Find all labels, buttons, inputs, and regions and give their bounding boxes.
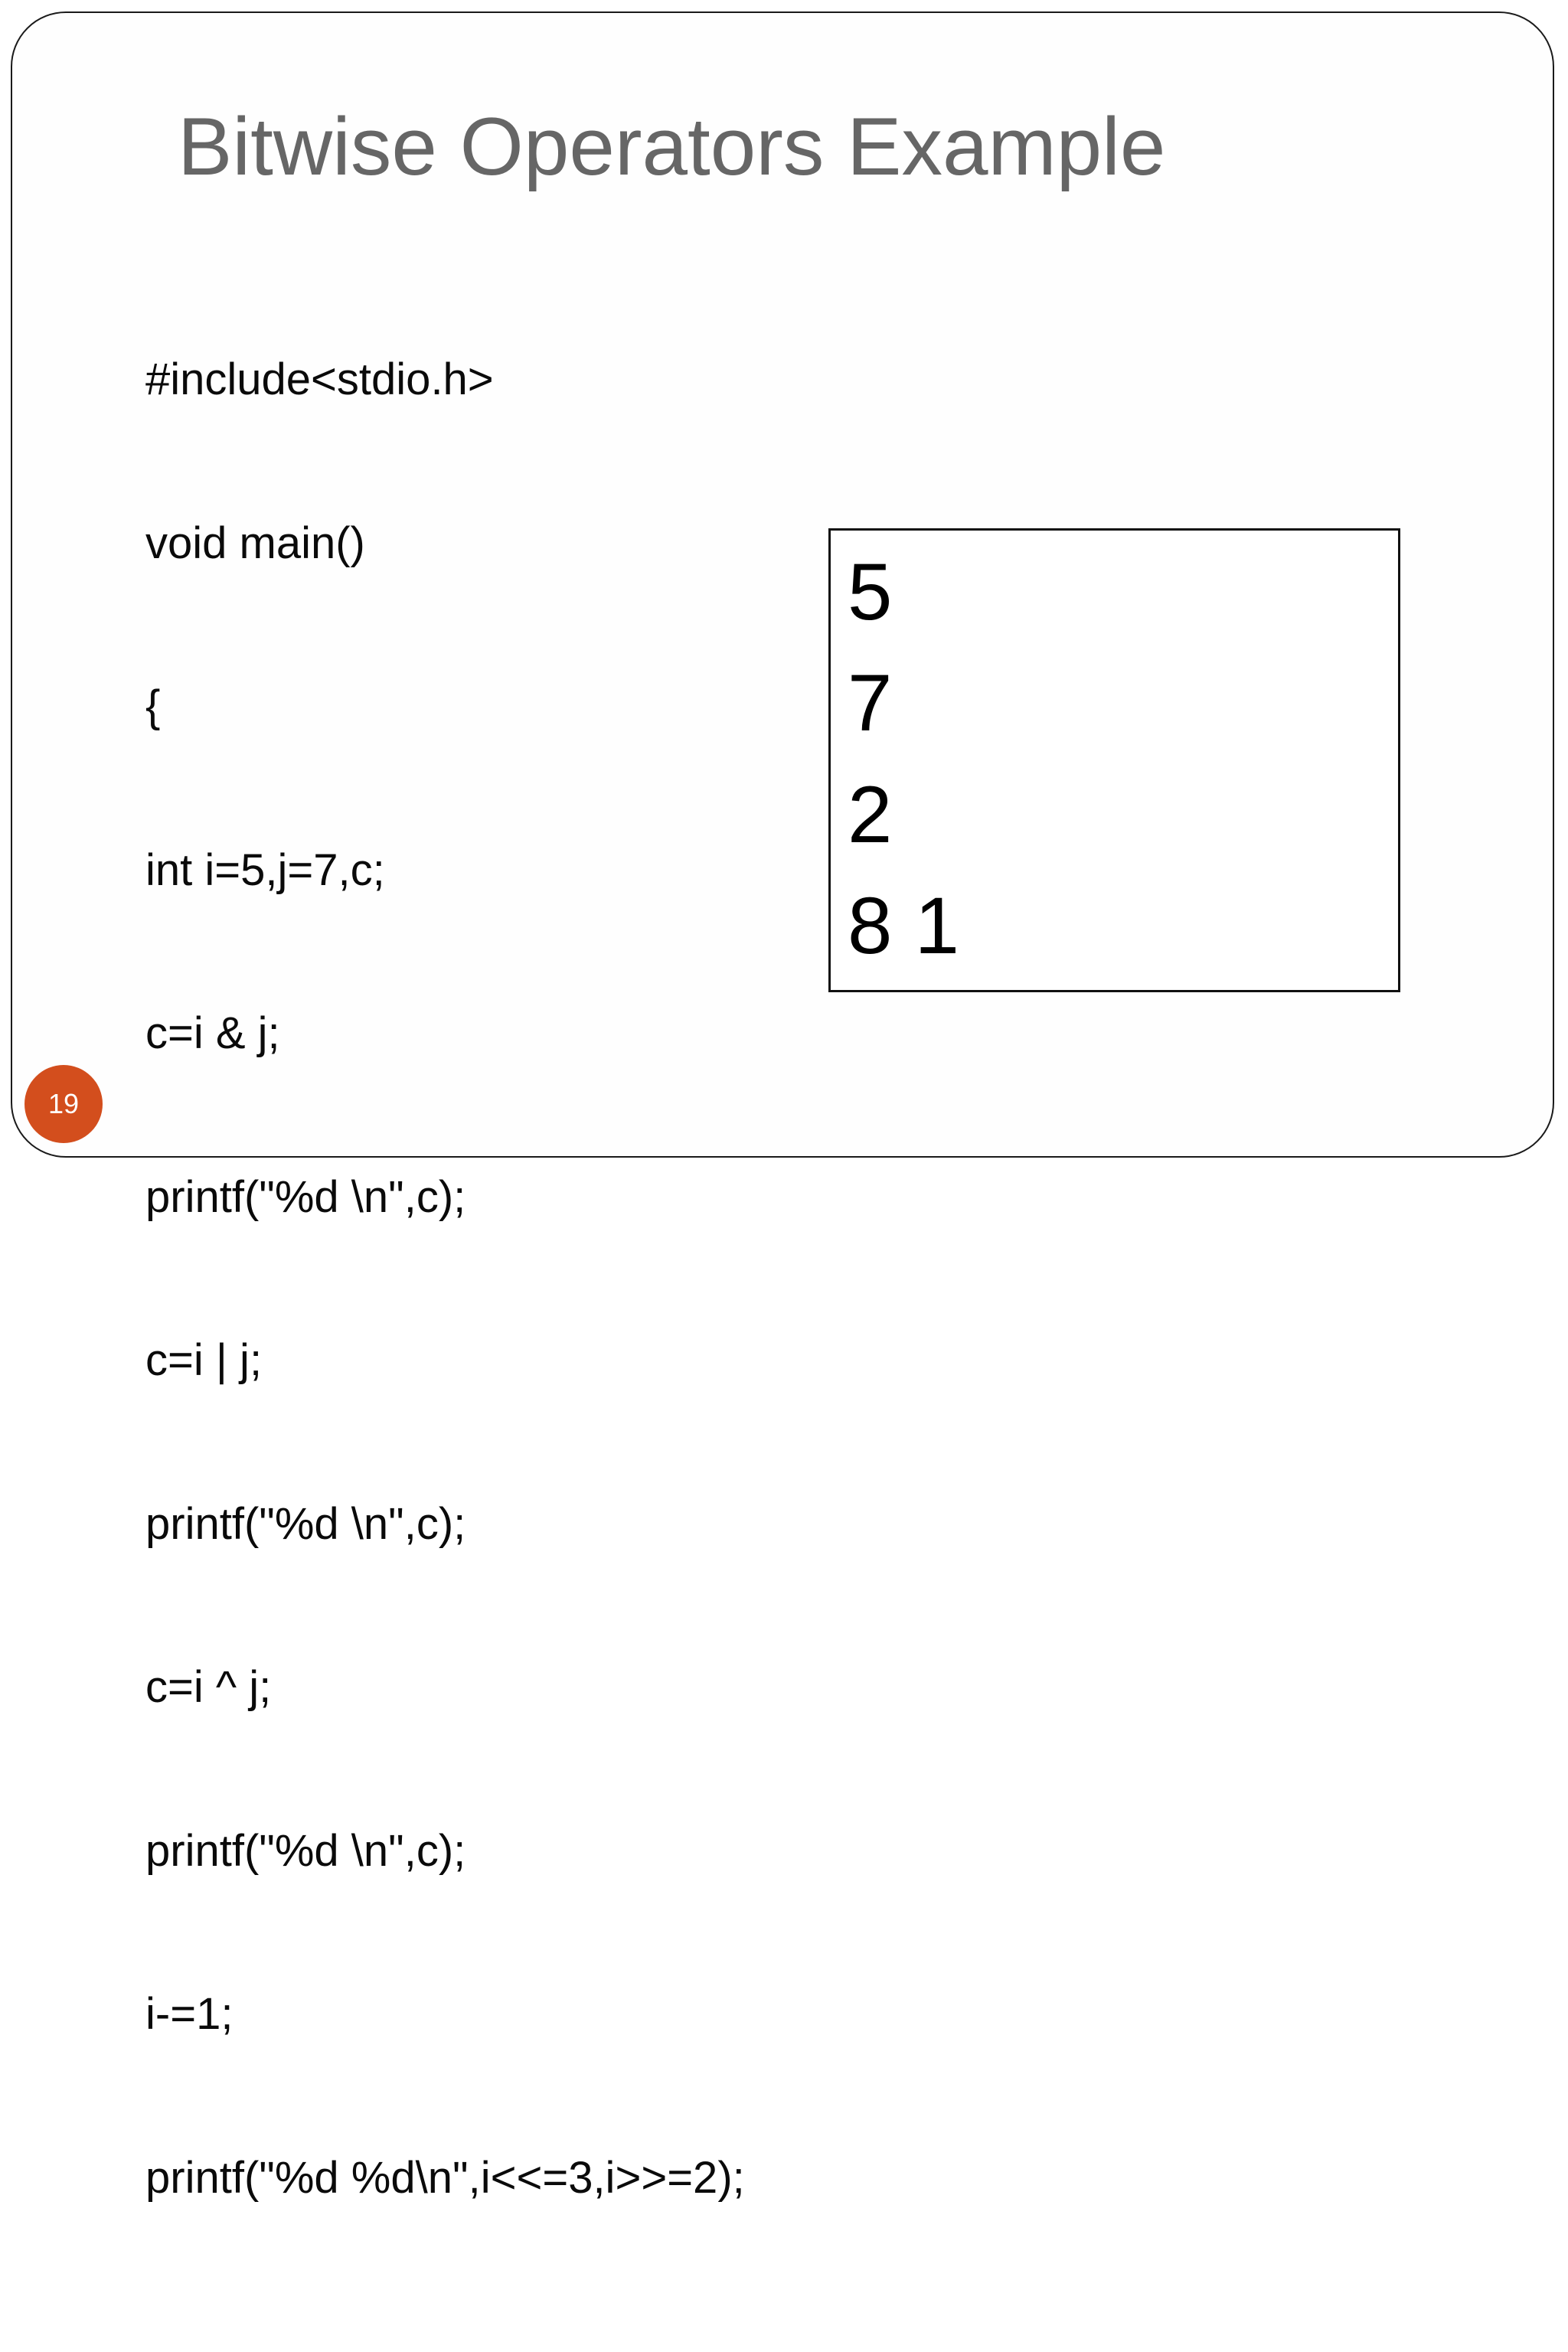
code-line: printf("%d \n",c); bbox=[145, 1498, 466, 1549]
slide-title: Bitwise Operators Example bbox=[178, 100, 1166, 192]
code-line: int i=5,j=7,c; bbox=[145, 844, 385, 895]
output-line: 8 1 bbox=[848, 881, 959, 971]
code-line: c=i | j; bbox=[145, 1335, 263, 1385]
code-line bbox=[145, 2311, 745, 2352]
page-number: 19 bbox=[47, 1088, 80, 1119]
code-block: #include<stdio.h> void main() { int i=5,… bbox=[145, 247, 745, 2352]
code-line: { bbox=[145, 681, 161, 731]
code-line: printf("%d \n",c); bbox=[145, 1171, 466, 1222]
page-number-badge: 19 bbox=[24, 1065, 103, 1143]
output-line: 5 bbox=[848, 547, 893, 637]
program-output-box: 5 7 2 8 1 bbox=[828, 528, 1400, 992]
code-line: #include<stdio.h> bbox=[145, 354, 494, 404]
code-line: printf("%d %d\n",i<<=3,i>>=2); bbox=[145, 2152, 745, 2203]
output-line: 2 bbox=[848, 770, 893, 860]
code-line: printf("%d \n",c); bbox=[145, 1825, 466, 1876]
code-line: c=i ^ j; bbox=[145, 1662, 272, 1712]
code-line: c=i & j; bbox=[145, 1008, 280, 1058]
code-line: void main() bbox=[145, 518, 365, 568]
output-line: 7 bbox=[848, 658, 893, 748]
code-line: i-=1; bbox=[145, 1989, 234, 2039]
